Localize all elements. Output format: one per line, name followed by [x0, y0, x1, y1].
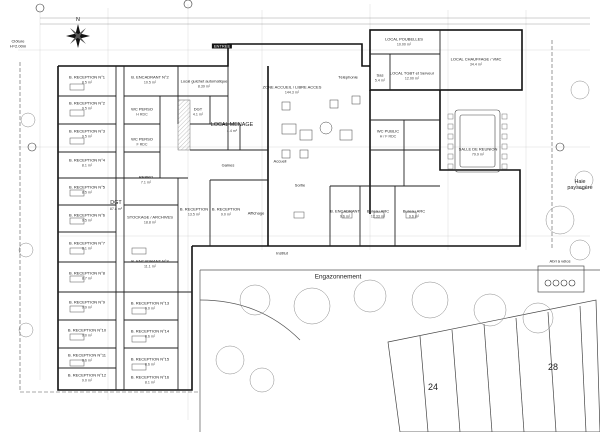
room-gaines: Gaines	[221, 162, 235, 168]
room-telephonie: Téléphonie	[338, 74, 358, 80]
road	[199, 269, 600, 432]
hall-furniture	[281, 95, 361, 159]
cloture-label: Clôture H=2.00m	[9, 38, 27, 48]
bike-shelter	[537, 265, 585, 293]
section-markers	[27, 0, 565, 152]
parking-lots	[387, 299, 600, 432]
entrance-badge: ENTREE	[211, 43, 233, 49]
meeting-chairs	[447, 113, 508, 170]
trees	[18, 80, 594, 393]
room-accueil: Accueil	[273, 158, 287, 164]
dimension-lines	[40, 17, 590, 25]
building-walls	[57, 29, 523, 391]
office-desks	[69, 83, 417, 371]
abri-label: Abri à vélos	[549, 258, 571, 264]
stair-void	[177, 99, 191, 151]
haie-label: Haie paysagère	[567, 179, 593, 191]
site-boundary	[19, 40, 553, 393]
lot-24: 24	[428, 382, 439, 392]
north-arrow	[66, 24, 90, 48]
engazonnement-label: Engazonnement	[314, 273, 362, 281]
meeting-table	[454, 109, 501, 173]
room-institut: Institut	[276, 250, 288, 256]
lot-28: 28	[548, 362, 559, 372]
room-sortie: Sortie	[294, 182, 306, 188]
room-affichage: Affichage	[247, 210, 265, 216]
north-label: N	[76, 17, 80, 23]
interior-walls	[58, 30, 441, 390]
